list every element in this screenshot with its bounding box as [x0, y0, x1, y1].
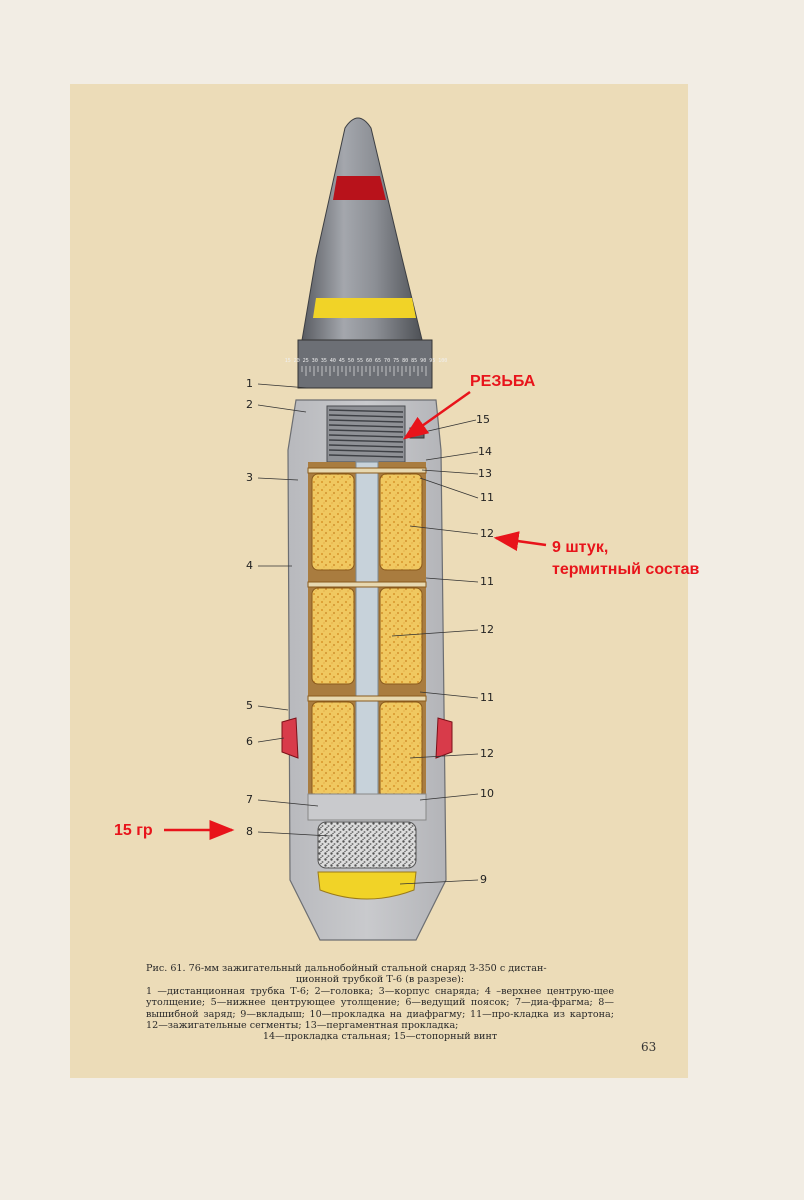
base-insert — [317, 871, 417, 900]
callout-15: 15 — [476, 413, 490, 426]
thread-lines — [328, 409, 404, 458]
fuze-scale-ring — [297, 339, 433, 389]
thread-line — [328, 454, 404, 458]
expelling-charge — [317, 821, 417, 869]
yellow-band — [313, 298, 416, 318]
callout-13: 13 — [478, 467, 492, 480]
caption-subtitle: ционной трубкой Т-6 (в разрезе): — [295, 974, 465, 986]
segments-annotation-line1: 9 штук, — [552, 539, 608, 556]
fuze-scale-text: 15 20 25 30 35 40 45 50 55 60 65 70 75 8… — [285, 358, 448, 364]
callout-5: 5 — [246, 699, 253, 712]
thread-line — [328, 429, 404, 433]
caption-title: Рис. 61. 76-мм зажигательный дальнобойны… — [146, 963, 547, 974]
callout-10: 10 — [480, 787, 494, 800]
central-tube — [355, 461, 379, 813]
incendiary-segment — [311, 587, 355, 685]
callout-labels: 1 2 3 4 5 6 7 8 9 10 11 11 11 12 12 12 1… — [246, 377, 494, 886]
incendiary-segment — [379, 587, 423, 685]
callout-12a: 12 — [480, 527, 494, 540]
cardboard-gasket — [307, 467, 427, 474]
red-band — [333, 176, 386, 200]
thread-line — [328, 439, 404, 443]
callout-9: 9 — [480, 873, 487, 886]
thread-line — [328, 424, 404, 428]
callout-3: 3 — [246, 471, 253, 484]
callout-14: 14 — [478, 445, 492, 458]
thread-line — [328, 409, 404, 413]
caption-legend-last: 14—прокладка стальная; 15—стопорный винт — [262, 1031, 498, 1043]
driving-band-right — [435, 717, 453, 759]
incendiary-segment — [379, 701, 423, 799]
callout-11c: 11 — [480, 691, 494, 704]
callout-4: 4 — [246, 559, 253, 572]
segments-arrow — [493, 531, 547, 552]
callout-7: 7 — [246, 793, 253, 806]
thread-arrow — [402, 390, 471, 440]
segments-annotation-line2: термитный состав — [552, 561, 700, 578]
fuze-t6: 15 20 25 30 35 40 45 50 55 60 65 70 75 8… — [285, 117, 448, 389]
callout-6: 6 — [246, 735, 253, 748]
thread-line — [328, 419, 404, 423]
thread-line — [328, 434, 404, 438]
caption-legend: 1 —дистанционная трубка Т-6; 2—головка; … — [146, 985, 614, 1032]
leader-lines — [257, 383, 479, 885]
shell-body — [281, 399, 453, 941]
thread-head — [326, 405, 406, 463]
charge-annotation: 15 гр — [114, 822, 153, 839]
callout-12b: 12 — [480, 623, 494, 636]
incendiary-segment — [311, 473, 355, 571]
cardboard-gasket — [307, 695, 427, 702]
callout-11a: 11 — [480, 491, 494, 504]
diaphragm — [307, 793, 427, 821]
driving-band — [281, 717, 299, 759]
cardboard-gasket — [307, 581, 427, 588]
figure-caption: Рис. 61. 76-мм зажигательный дальнобойны… — [146, 963, 614, 1043]
callout-11b: 11 — [480, 575, 494, 588]
callout-8: 8 — [246, 825, 253, 838]
callout-12c: 12 — [480, 747, 494, 760]
thread-annotation: РЕЗЬБА — [470, 373, 536, 390]
incendiary-segment — [379, 473, 423, 571]
thread-line — [328, 444, 404, 448]
incendiary-segment — [311, 701, 355, 799]
callout-1: 1 — [246, 377, 253, 390]
callout-2: 2 — [246, 398, 253, 411]
page-number: 63 — [641, 1040, 657, 1054]
incendiary-segments — [307, 467, 427, 799]
fuze-scale-ticks — [301, 366, 427, 376]
red-annotations: РЕЗЬБА 9 штук, термитный состав 15 гр — [114, 373, 700, 840]
thread-line — [328, 414, 404, 418]
thread-line — [328, 449, 404, 453]
